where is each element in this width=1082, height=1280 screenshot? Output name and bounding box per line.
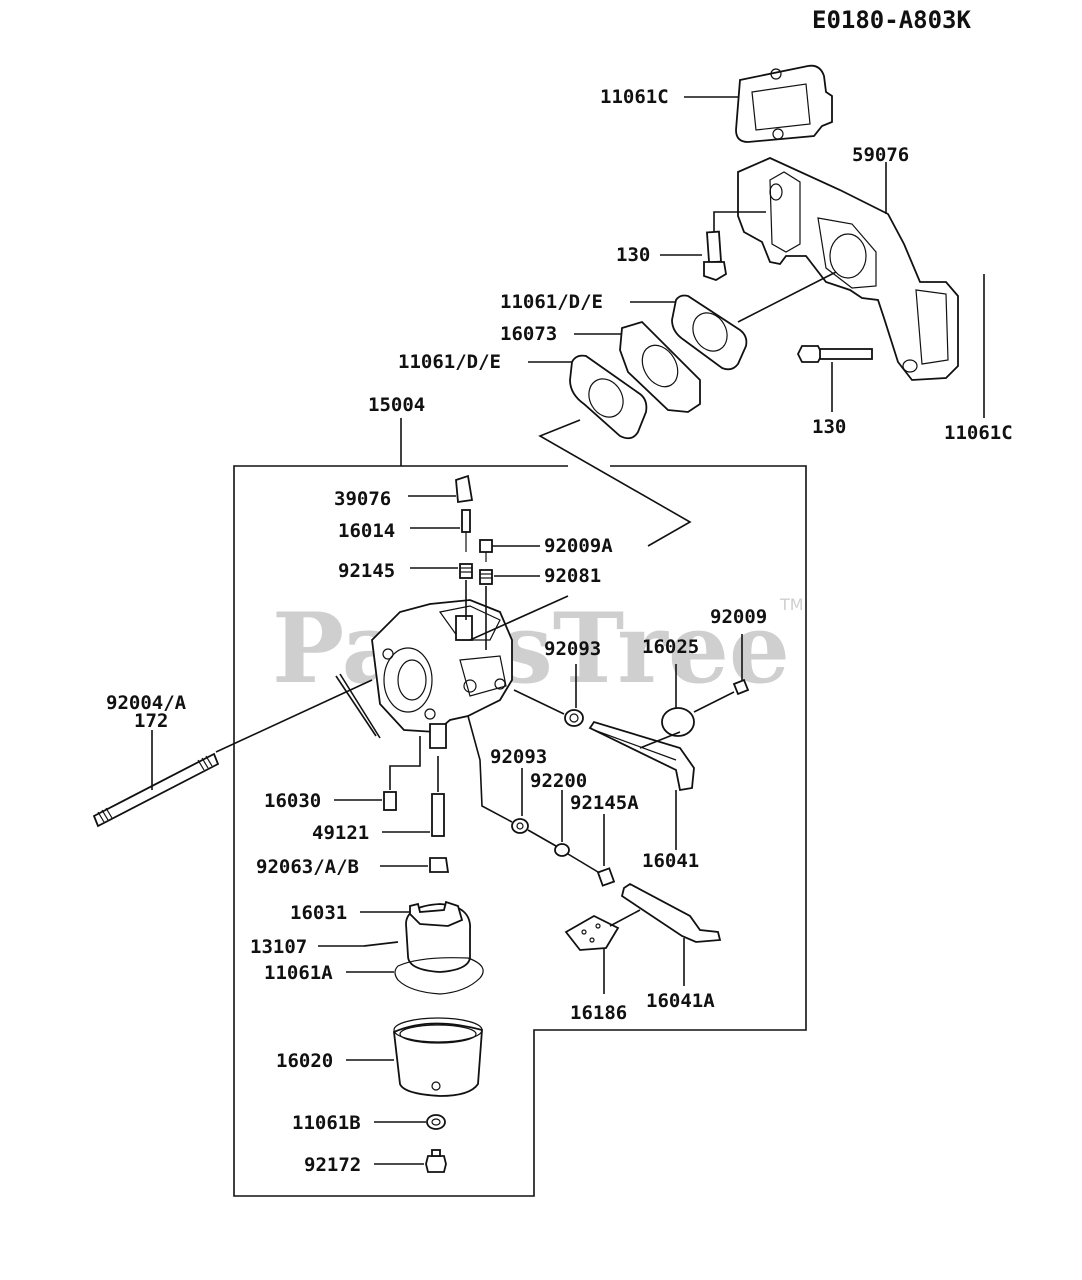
watermark-trademark: TM	[779, 595, 804, 614]
part-39076[interactable]	[408, 474, 474, 504]
label-130-upper[interactable]: 130	[616, 244, 650, 266]
diagram-code: E0180-A803K	[812, 6, 971, 34]
screw-92009[interactable]	[693, 634, 750, 713]
part-16014[interactable]	[410, 509, 471, 552]
washer-11061b[interactable]	[374, 1114, 446, 1130]
gasket-ring-11061a[interactable]	[346, 957, 484, 995]
label-16041a[interactable]: 16041A	[646, 990, 715, 1012]
gasket-11061de-rear[interactable]	[630, 271, 837, 371]
pin-13107[interactable]	[318, 941, 399, 947]
alignment-line-gasket	[538, 419, 692, 547]
label-16014[interactable]: 16014	[338, 520, 395, 542]
bolt-130-upper[interactable]	[660, 211, 766, 281]
choke-plate-16186[interactable]	[564, 909, 641, 994]
label-92093-lower[interactable]: 92093	[490, 746, 547, 768]
stud-92004a[interactable]	[92, 679, 373, 828]
spring-92145a[interactable]	[567, 814, 616, 887]
label-92093-upper[interactable]: 92093	[544, 638, 601, 660]
nozzle-49121[interactable]	[382, 756, 445, 837]
throttle-shaft-16041[interactable]	[588, 720, 695, 850]
label-59076[interactable]: 59076	[852, 144, 909, 166]
float-16031[interactable]	[360, 900, 471, 973]
label-11061a[interactable]: 11061A	[264, 962, 333, 984]
carburetor-body[interactable]	[335, 595, 569, 749]
label-16031[interactable]: 16031	[290, 902, 347, 924]
label-16025[interactable]: 16025	[642, 636, 699, 658]
label-92009[interactable]: 92009	[710, 606, 767, 628]
spacer-16073[interactable]	[574, 320, 701, 413]
label-16020[interactable]: 16020	[276, 1050, 333, 1072]
throttle-valve-16025[interactable]	[661, 664, 695, 737]
label-11061de-rear[interactable]: 11061/D/E	[500, 291, 603, 313]
drain-bolt-92172[interactable]	[374, 1149, 447, 1173]
label-16041[interactable]: 16041	[642, 850, 699, 872]
label-92009a[interactable]: 92009A	[544, 535, 613, 557]
gasket-11061c-top[interactable]	[684, 64, 833, 143]
screw-92009a[interactable]	[479, 539, 540, 562]
label-92145[interactable]: 92145	[338, 560, 395, 582]
choke-shaft-16041a[interactable]	[620, 882, 722, 986]
label-16186[interactable]: 16186	[570, 1002, 627, 1024]
washer-92200[interactable]	[527, 790, 570, 857]
label-39076[interactable]: 39076	[334, 488, 391, 510]
label-92004a[interactable]: 92004/A	[106, 692, 187, 714]
label-92200[interactable]: 92200	[530, 770, 587, 792]
label-11061c-top[interactable]: 11061C	[600, 86, 669, 108]
label-16073[interactable]: 16073	[500, 323, 557, 345]
label-92063ab[interactable]: 92063/A/B	[256, 856, 359, 878]
label-11061c-right[interactable]: 11061C	[944, 422, 1013, 444]
spring-92145[interactable]	[410, 563, 473, 620]
label-16030[interactable]: 16030	[264, 790, 321, 812]
label-15004[interactable]: 15004	[368, 394, 425, 416]
label-13107[interactable]: 13107	[250, 936, 307, 958]
label-11061de-front[interactable]: 11061/D/E	[398, 351, 501, 373]
label-92081[interactable]: 92081	[544, 565, 601, 587]
seal-92093-upper[interactable]	[513, 664, 584, 727]
gasket-11061de-front[interactable]	[528, 354, 648, 440]
bolt-130-lower[interactable]	[796, 345, 873, 412]
assembly-boundary	[233, 418, 807, 1197]
label-49121[interactable]: 49121	[312, 822, 369, 844]
float-bowl-16020[interactable]	[346, 1017, 483, 1097]
main-jet-92063ab[interactable]	[380, 857, 450, 873]
label-92172[interactable]: 92172	[304, 1154, 361, 1176]
label-172[interactable]: 172	[134, 710, 168, 732]
seal-92093-lower[interactable]	[467, 715, 529, 834]
label-11061b[interactable]: 11061B	[292, 1112, 361, 1134]
label-130-lower[interactable]: 130	[812, 416, 846, 438]
label-92145a[interactable]: 92145A	[570, 792, 639, 814]
jet-16030[interactable]	[334, 736, 421, 811]
intake-manifold-59076[interactable]	[737, 157, 959, 381]
spring-92081[interactable]	[479, 569, 540, 650]
